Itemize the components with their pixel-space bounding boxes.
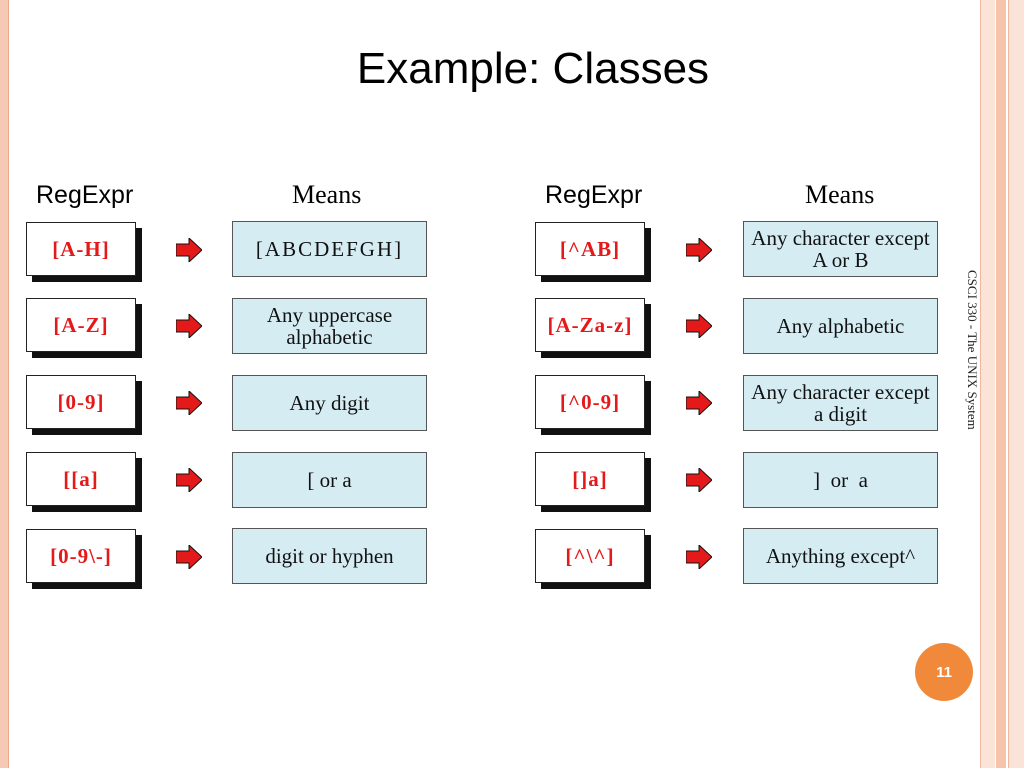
regex-box: [A-Za-z] — [535, 298, 645, 352]
meaning-box: Any alphabetic — [743, 298, 938, 354]
right-header-regexpr: RegExpr — [545, 181, 643, 209]
regex-box: [A-Z] — [26, 298, 136, 352]
right-arrow-icon — [176, 468, 202, 492]
regex-box: []a] — [535, 452, 645, 506]
regex-box: [[a] — [26, 452, 136, 506]
left-header-means: Means — [292, 180, 362, 209]
meaning-box: Anything except^ — [743, 528, 938, 584]
right-arrow-icon — [176, 391, 202, 415]
right-arrow-icon — [686, 545, 712, 569]
regex-box: [A-H] — [26, 222, 136, 276]
right-arrow-icon — [686, 314, 712, 338]
meaning-box: digit or hyphen — [232, 528, 427, 584]
right-arrow-icon — [686, 238, 712, 262]
regex-box: [^\^] — [535, 529, 645, 583]
regex-box: [0-9\-] — [26, 529, 136, 583]
regex-box: [0-9] — [26, 375, 136, 429]
left-header-regexpr: RegExpr — [36, 181, 134, 209]
meaning-box: Any uppercase alphabetic — [232, 298, 427, 354]
meaning-box: [ABCDEFGH] — [232, 221, 427, 277]
right-header-means: Means — [805, 180, 875, 209]
right-arrow-icon — [686, 391, 712, 415]
slide-left-border — [0, 0, 9, 768]
meaning-box: Any character except A or B — [743, 221, 938, 277]
meaning-box: Any digit — [232, 375, 427, 431]
right-arrow-icon — [176, 238, 202, 262]
right-arrow-icon — [176, 314, 202, 338]
slide-title: Example: Classes — [356, 44, 710, 93]
page-number-badge: 11 — [915, 643, 973, 701]
slide-right-border — [980, 0, 1024, 768]
regex-box: [^0-9] — [535, 375, 645, 429]
meaning-box: ] or a — [743, 452, 938, 508]
meaning-box: [ or a — [232, 452, 427, 508]
right-arrow-icon — [686, 468, 712, 492]
regex-box: [^AB] — [535, 222, 645, 276]
meaning-box: Any character except a digit — [743, 375, 938, 431]
side-caption: CSCI 330 - The UNIX System — [965, 270, 980, 430]
right-arrow-icon — [176, 545, 202, 569]
